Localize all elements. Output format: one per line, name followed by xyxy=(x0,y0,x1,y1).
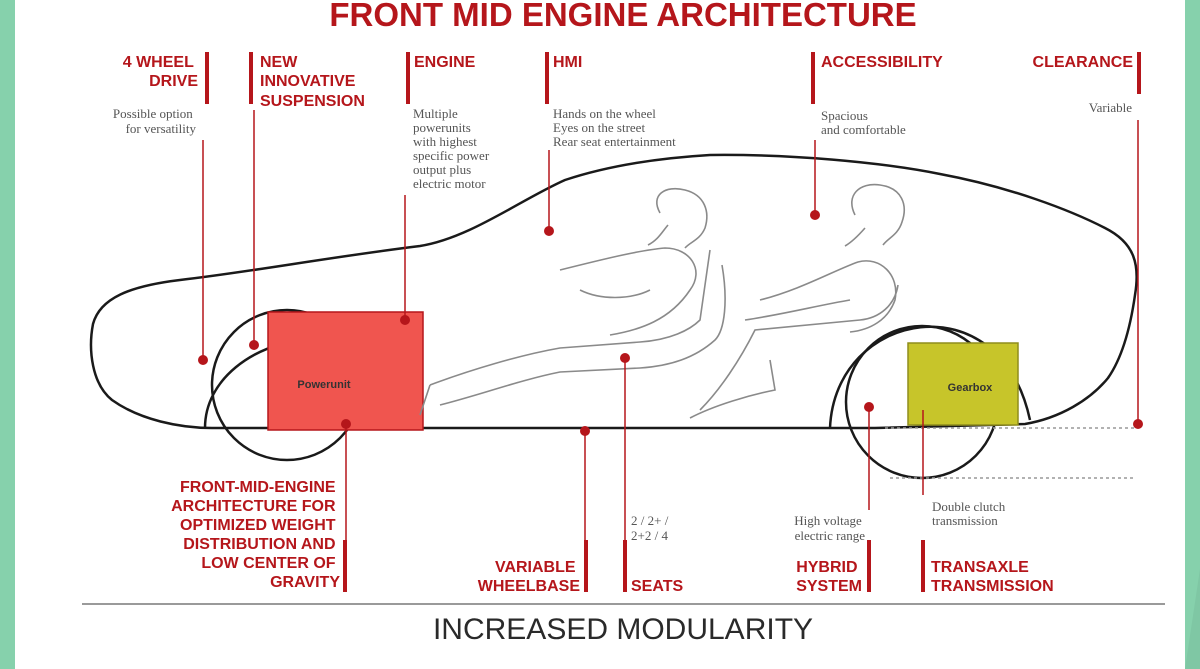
desc-transaxle: Double clutch transmission xyxy=(932,499,1009,528)
top-callout-lines xyxy=(202,110,1139,424)
footer-title: INCREASED MODULARITY xyxy=(433,613,813,646)
driver-figure xyxy=(419,188,726,416)
desc-seats: 2 / 2+ / 2+2 / 4 xyxy=(631,513,672,543)
powerunit-label: Powerunit xyxy=(297,379,351,391)
dot-4wd xyxy=(198,355,208,365)
dot-wheelbase xyxy=(580,426,590,436)
dot-clearance xyxy=(1133,419,1143,429)
callout-dots xyxy=(198,210,1143,436)
desc-accessibility: Spacious and comfortable xyxy=(821,108,906,137)
dot-suspension xyxy=(249,340,259,350)
desc-4-wheel-drive: Possible option for versatility xyxy=(113,106,197,136)
corner-decoration xyxy=(1185,569,1200,669)
desc-engine: Multiple powerunits with highest specifi… xyxy=(413,106,492,191)
desc-clearance: Variable xyxy=(1089,100,1133,115)
label-hmi: HMI xyxy=(553,54,582,71)
right-edge-strip xyxy=(1185,0,1200,669)
gearbox-box xyxy=(907,342,1019,426)
label-clearance: CLEARANCE xyxy=(1033,54,1134,71)
passenger-figure xyxy=(689,183,905,419)
label-seats: SEATS xyxy=(631,578,683,595)
desc-hybrid-system: High voltage electric range xyxy=(794,513,865,543)
diagram-title: FRONT MID ENGINE ARCHITECTURE xyxy=(329,0,916,33)
label-transaxle-transmission: TRANSAXLE TRANSMISSION xyxy=(931,559,1054,595)
car-body-outline xyxy=(89,153,1138,430)
label-4-wheel-drive: 4 WHEEL DRIVE xyxy=(123,54,199,90)
powerunit-box xyxy=(267,311,424,431)
label-engine: ENGINE xyxy=(414,54,476,71)
dot-hybrid xyxy=(864,402,874,412)
label-accessibility: ACCESSIBILITY xyxy=(821,54,943,71)
label-variable-wheelbase: VARIABLE WHEELBASE xyxy=(478,559,581,595)
dot-front-mid xyxy=(341,419,351,429)
dot-hmi xyxy=(544,226,554,236)
label-hybrid-system: HYBRID SYSTEM xyxy=(796,559,862,595)
label-bars xyxy=(205,52,1141,592)
desc-hmi: Hands on the wheel Eyes on the street Re… xyxy=(553,106,676,149)
label-new-innovative-suspension: NEW INNOVATIVE SUSPENSION xyxy=(260,54,365,110)
gearbox-label: Gearbox xyxy=(948,382,994,394)
label-front-mid-engine: FRONT-MID-ENGINE ARCHITECTURE FOR OPTIMI… xyxy=(171,479,340,591)
dot-engine xyxy=(400,315,410,325)
dot-accessibility xyxy=(810,210,820,220)
bottom-callout-lines xyxy=(345,358,924,560)
left-edge-strip xyxy=(0,0,15,669)
dot-seats xyxy=(620,353,630,363)
